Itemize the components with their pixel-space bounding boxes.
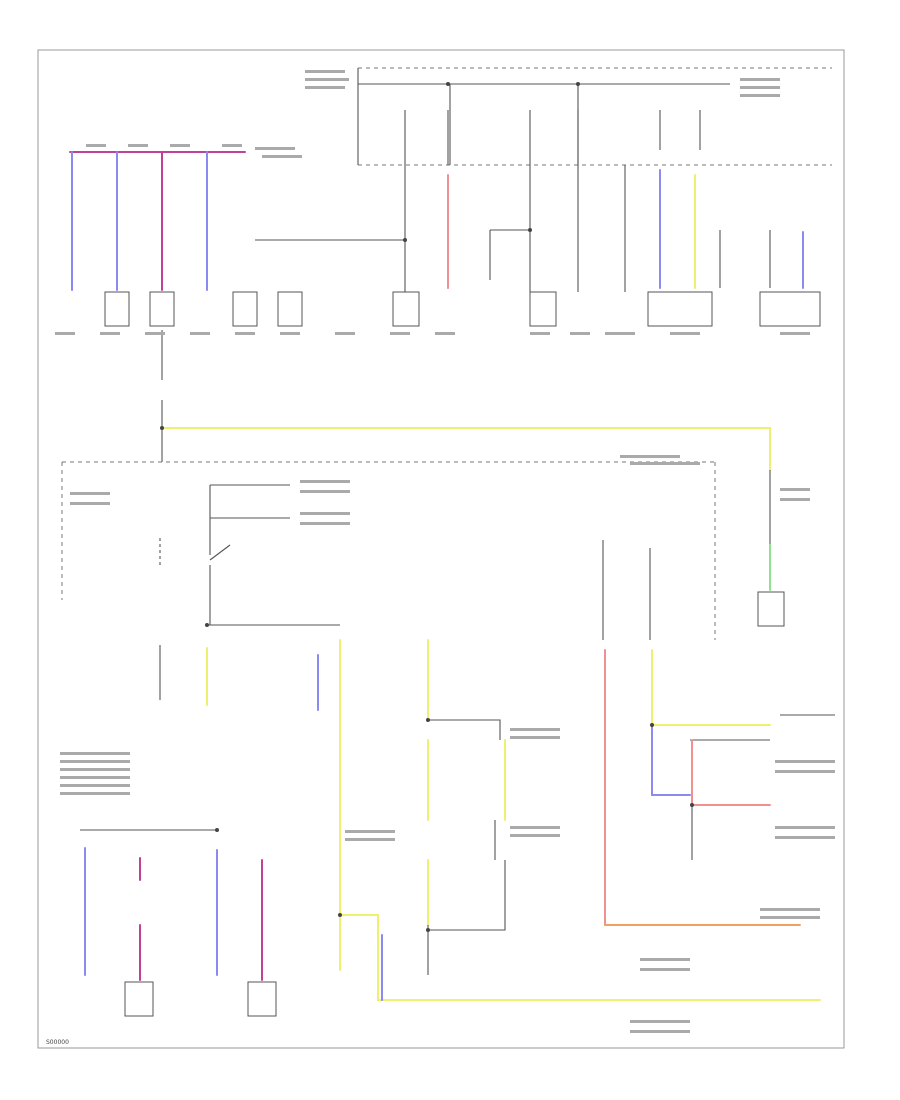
control-unit-2 xyxy=(759,291,821,327)
middle-wiring xyxy=(159,639,821,1001)
front-component-4 xyxy=(277,291,303,327)
label-marks xyxy=(55,70,835,1033)
front-component-6 xyxy=(529,291,557,327)
bottom-component-1 xyxy=(124,981,154,1017)
front-component-2 xyxy=(149,291,175,327)
top-row-components xyxy=(104,291,821,327)
relay-area xyxy=(159,484,340,626)
fuse-box xyxy=(357,67,832,166)
right-wiring xyxy=(602,540,835,926)
diagram-code: S00000 xyxy=(46,1039,69,1046)
right-component xyxy=(757,591,785,627)
control-unit-1 xyxy=(647,291,713,327)
junction-dots xyxy=(160,82,694,932)
front-component-1 xyxy=(104,291,130,327)
front-component-5 xyxy=(392,291,420,327)
mid-yellow-bus xyxy=(61,330,785,640)
top-right-wiring xyxy=(255,165,804,292)
front-component-3 xyxy=(232,291,258,327)
diagram-border xyxy=(37,49,845,1049)
bottom-left-wiring xyxy=(80,829,277,1017)
bottom-component-2 xyxy=(247,981,277,1017)
top-left-wiring xyxy=(69,151,246,291)
